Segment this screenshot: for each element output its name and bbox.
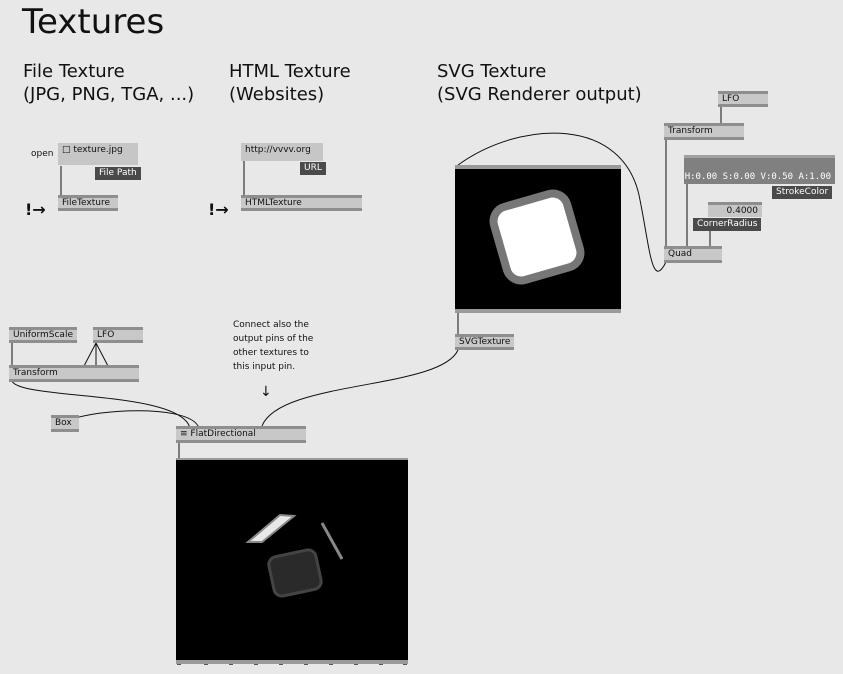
note-line: other textures to xyxy=(233,348,309,358)
quad-node[interactable]: Quad xyxy=(664,246,722,263)
box-node[interactable]: Box xyxy=(51,415,79,432)
section-html-texture: HTML Texture (Websites) xyxy=(229,61,351,105)
file-icon: □ xyxy=(62,145,71,155)
uniformscale-node[interactable]: UniformScale xyxy=(9,327,77,343)
lfo-node-left[interactable]: LFO xyxy=(93,327,143,343)
corner-radius-iobox[interactable]: 0.4000 xyxy=(708,202,762,217)
lfo-node-right[interactable]: LFO xyxy=(718,91,768,107)
stroke-color-iobox[interactable]: H:0.00 S:0.00 V:0.50 A:1.00 xyxy=(684,155,835,184)
file-path-label: File Path xyxy=(95,167,141,180)
note-line: this input pin. xyxy=(233,362,296,372)
note-text: Connect also the output pins of the othe… xyxy=(233,318,313,374)
page-title: Textures xyxy=(22,2,165,42)
corner-radius-label: CornerRadius xyxy=(693,218,762,231)
filetexture-node[interactable]: FileTexture xyxy=(58,195,118,211)
main-renderer-preview xyxy=(245,513,344,598)
svg-renderer-window[interactable] xyxy=(455,165,621,313)
note-line: Connect also the xyxy=(233,320,309,330)
flatdirectional-node[interactable]: ≡ FlatDirectional xyxy=(176,426,306,443)
link-svgtexture-flat xyxy=(261,349,459,427)
svg-renderer-preview xyxy=(489,189,585,285)
url-label: URL xyxy=(300,162,326,175)
link-lfo-transform-c xyxy=(95,342,109,367)
url-iobox[interactable]: http://vvvv.org xyxy=(241,143,323,161)
bang-filetexture[interactable]: !→ xyxy=(25,200,46,219)
transform-node-left[interactable]: Transform xyxy=(9,365,139,382)
flatdirectional-label: FlatDirectional xyxy=(190,429,256,439)
transform-node-right[interactable]: Transform xyxy=(664,123,744,140)
htmltexture-node[interactable]: HTMLTexture xyxy=(241,195,362,211)
stroke-color-label: StrokeColor xyxy=(772,186,833,199)
bang-htmltexture[interactable]: !→ xyxy=(208,200,229,219)
file-path-value: texture.jpg xyxy=(73,145,123,155)
link-transform-flat xyxy=(11,380,191,429)
link-quad-renderer xyxy=(457,132,667,272)
section-svg-texture: SVG Texture (SVG Renderer output) xyxy=(437,61,642,105)
open-label: open xyxy=(31,149,54,159)
note-arrow: ↓ xyxy=(260,384,272,400)
link-lfo-transform-a xyxy=(83,342,97,367)
note-line: output pins of the xyxy=(233,334,314,344)
main-renderer-window[interactable] xyxy=(176,458,408,664)
svgtexture-node[interactable]: SVGTexture xyxy=(455,334,514,350)
menu-lines-icon: ≡ xyxy=(180,429,188,439)
file-path-iobox[interactable]: □ texture.jpg xyxy=(58,143,138,165)
section-file-texture: File Texture (JPG, PNG, TGA, ...) xyxy=(23,61,195,105)
